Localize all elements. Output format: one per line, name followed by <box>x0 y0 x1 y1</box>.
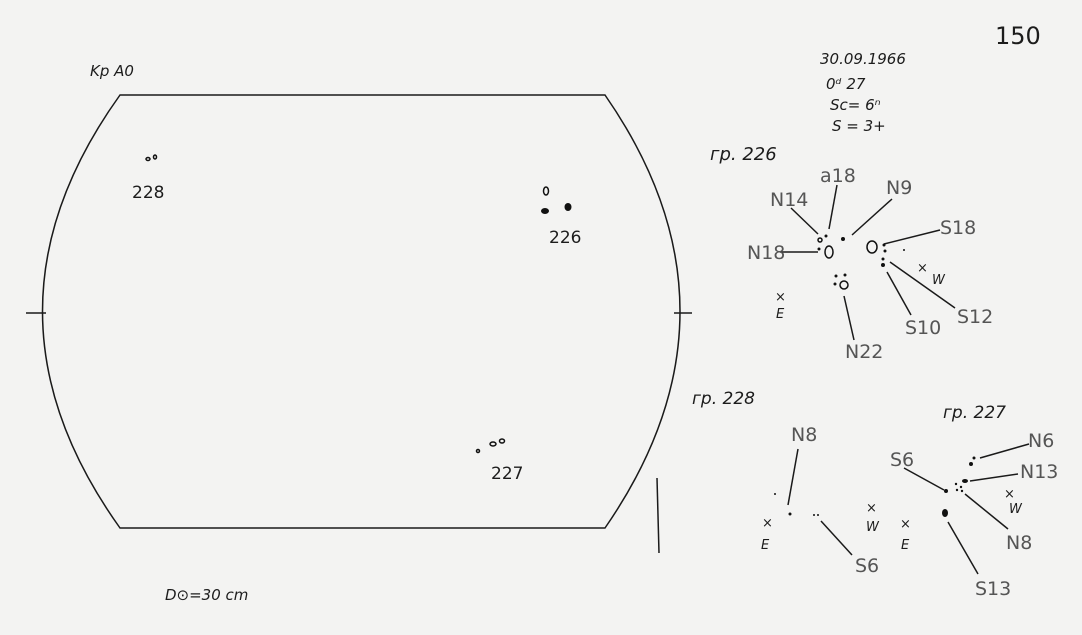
east-marker: E <box>901 538 910 553</box>
instrument-label: Kp A0 <box>90 62 134 80</box>
west-marker: W <box>866 520 880 535</box>
disk-spots-228 <box>145 154 158 162</box>
label-N13: N13 <box>1020 461 1058 483</box>
label-S6: S6 <box>890 449 914 471</box>
group-227-detail: гр. 227 S6 N6 N13 N8 S13 × W × E <box>890 403 1058 600</box>
disk-spots-226 <box>541 186 572 214</box>
west-marker: W <box>1009 502 1023 517</box>
label-a18: a18 <box>820 165 856 187</box>
page-number: 150 <box>995 22 1041 50</box>
west-marker: W <box>932 273 946 288</box>
disk-label-228: 228 <box>132 183 164 203</box>
label-N8: N8 <box>791 424 817 446</box>
seeing-s: S = 3+ <box>832 117 886 135</box>
label-S6: S6 <box>855 555 879 577</box>
svg-text:×: × <box>900 517 911 532</box>
group-228-detail: гр. 228 N8 S6 × E × W <box>692 389 880 577</box>
svg-text:×: × <box>866 501 877 516</box>
label-N8: N8 <box>1006 532 1032 554</box>
group-226-detail: гр. 226 N14 a18 N9 S18 N18 S12 S10 N22 ×… <box>710 144 993 363</box>
label-N18: N18 <box>747 242 785 264</box>
svg-text:×: × <box>775 290 786 305</box>
label-S18: S18 <box>940 217 976 239</box>
diameter-note: D⊙=30 cm <box>165 586 248 604</box>
east-marker: E <box>761 538 770 553</box>
label-S13: S13 <box>975 578 1011 600</box>
svg-text:×: × <box>917 261 928 276</box>
solar-disk-outline <box>41 94 681 529</box>
label-S12: S12 <box>957 306 993 328</box>
svg-text:×: × <box>762 516 773 531</box>
svg-text:×: × <box>1004 487 1015 502</box>
label-N22: N22 <box>845 341 883 363</box>
group-228-title: гр. 228 <box>692 389 755 409</box>
group-227-title: гр. 227 <box>943 403 1006 423</box>
label-N9: N9 <box>886 177 912 199</box>
label-S10: S10 <box>905 317 941 339</box>
disk-label-227: 227 <box>491 464 523 484</box>
label-N14: N14 <box>770 189 808 211</box>
disk-spots-227 <box>475 438 506 454</box>
observation-date: 30.09.1966 <box>820 50 906 68</box>
east-marker: E <box>776 307 785 322</box>
scale-bar <box>656 477 660 554</box>
disk-label-226: 226 <box>549 228 581 248</box>
label-N6: N6 <box>1028 430 1054 452</box>
seeing-sc: Sc= 6ⁿ <box>830 96 881 114</box>
group-226-title: гр. 226 <box>710 144 777 165</box>
observation-time: 0ᵈ 27 <box>826 75 866 93</box>
